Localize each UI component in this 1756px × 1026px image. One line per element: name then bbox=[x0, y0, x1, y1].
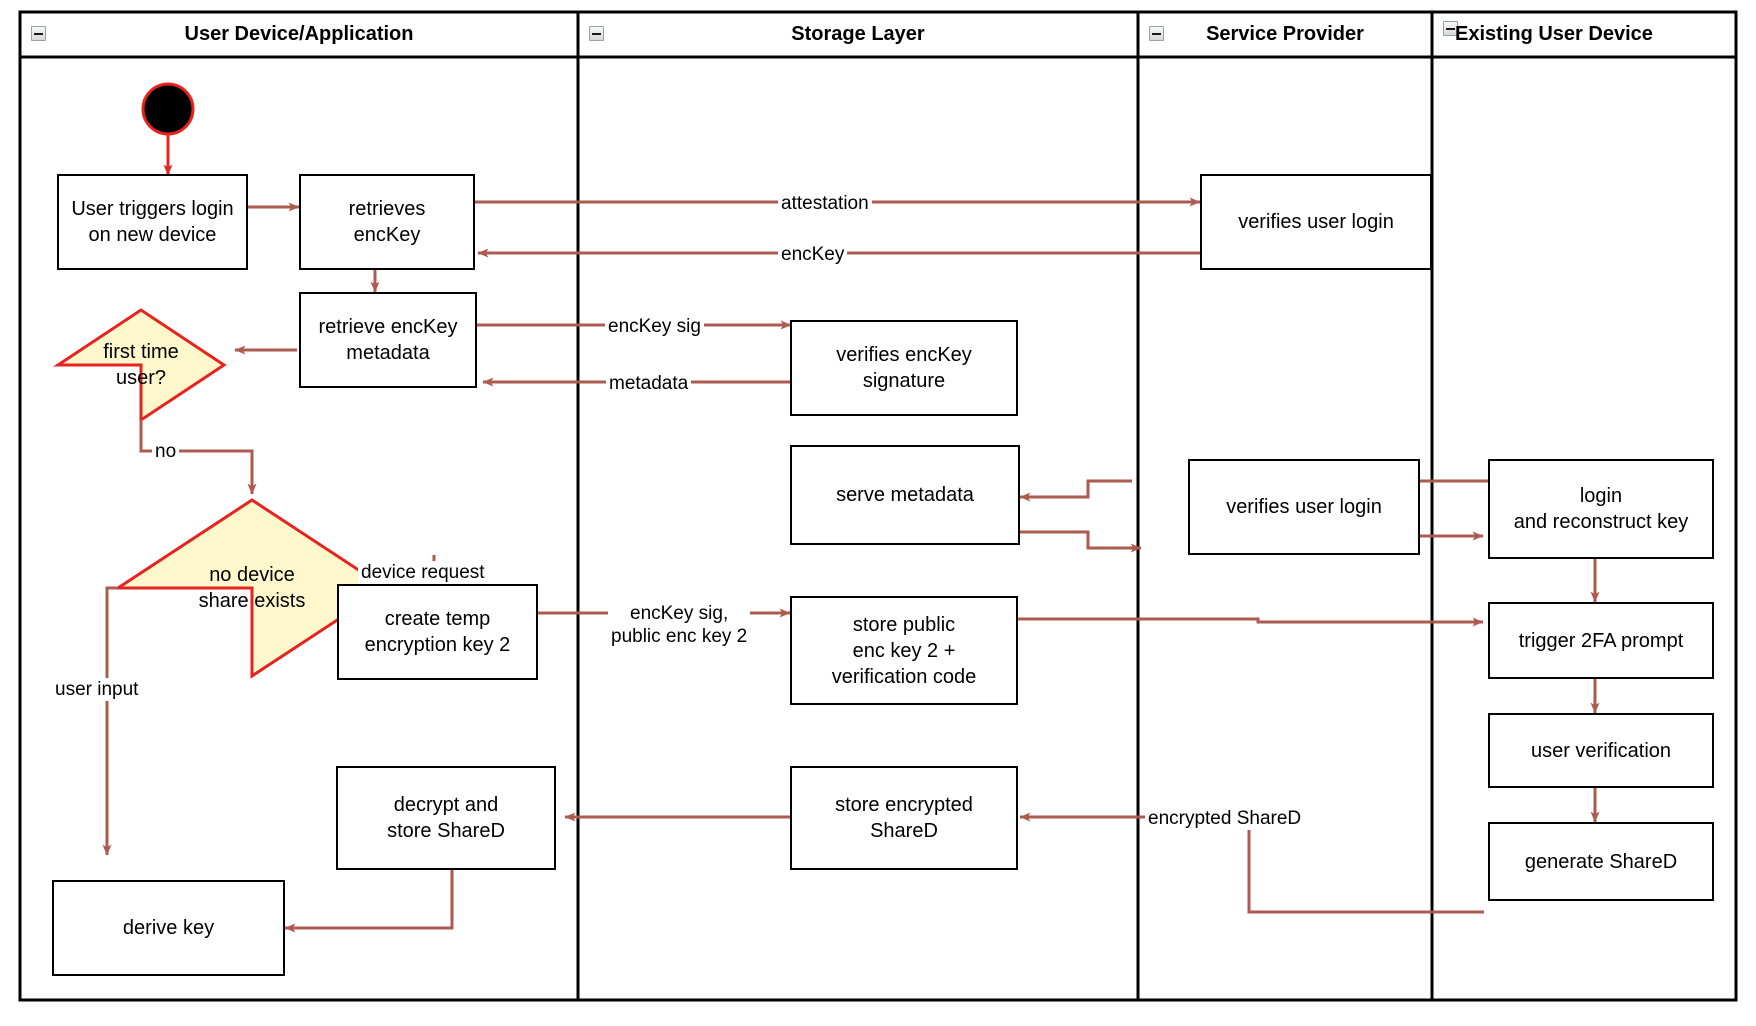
node-derive-key[interactable]: derive key bbox=[52, 880, 285, 976]
minus-icon-service-provider[interactable] bbox=[1149, 26, 1164, 41]
minus-icon-user-device[interactable] bbox=[31, 26, 46, 41]
edge-decrypt-to-derive bbox=[284, 870, 454, 933]
node-verifies-user-login-1[interactable]: verifies user login bbox=[1200, 174, 1432, 270]
node-user-verification[interactable]: user verification bbox=[1488, 713, 1714, 788]
edge-label-device-request: device request bbox=[358, 561, 488, 584]
edge-label-enckey-sig: encKey sig bbox=[605, 315, 704, 338]
swimlane-frame bbox=[18, 10, 1738, 1002]
edge-label-no: no bbox=[152, 440, 180, 463]
lane-title-service-provider: Service Provider bbox=[1206, 23, 1364, 45]
edge-label-attestation: attestation bbox=[778, 192, 872, 215]
edge-label-enckey-sig-public-enc-key-2: encKey sig,public enc key 2 bbox=[608, 602, 751, 648]
minus-icon-storage-layer[interactable] bbox=[589, 26, 604, 41]
edge-label-encrypted-shared: encrypted ShareD bbox=[1145, 807, 1305, 830]
lane-title-existing-device: Existing User Device bbox=[1455, 23, 1653, 45]
lane-title-storage-layer: Storage Layer bbox=[791, 23, 925, 45]
edge-encrypted-shared-route bbox=[1235, 815, 1484, 914]
edge-label-user-input: user input bbox=[52, 678, 142, 701]
minus-icon-existing-device[interactable] bbox=[1443, 21, 1458, 36]
edge-user-input bbox=[102, 586, 118, 856]
decision-no-device-share-shape bbox=[112, 498, 389, 679]
edge-label-metadata: metadata bbox=[606, 372, 692, 395]
node-verifies-user-login-2[interactable]: verifies user login bbox=[1188, 459, 1420, 555]
node-serve-metadata[interactable]: serve metadata bbox=[790, 445, 1020, 545]
edge-store-pubkey-to-2fa bbox=[1018, 617, 1484, 627]
edge-serve-metadata-to-sp bbox=[1020, 530, 1142, 553]
start-node-shape bbox=[141, 82, 195, 136]
lane-title-user-device: User Device/Application bbox=[184, 23, 414, 45]
node-generate-shared[interactable]: generate ShareD bbox=[1488, 822, 1714, 901]
edge-label-enckey: encKey bbox=[778, 243, 848, 266]
decision-first-time-user-shape bbox=[53, 308, 227, 423]
edge-no-branch bbox=[139, 420, 257, 495]
node-trigger-2fa-prompt[interactable]: trigger 2FA prompt bbox=[1488, 602, 1714, 679]
edge-sp-to-serve-metadata bbox=[1019, 479, 1132, 502]
